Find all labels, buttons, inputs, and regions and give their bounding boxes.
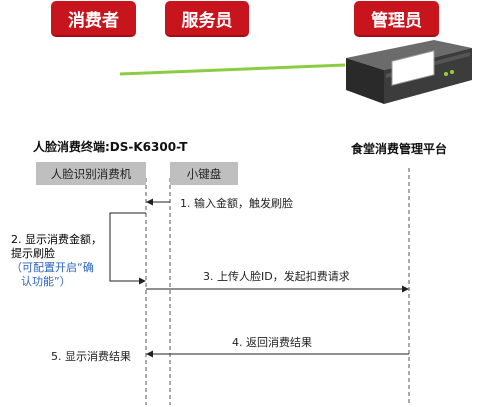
step2-config-note2: 认功能”）: [21, 275, 71, 288]
step2-config-note1: （可配置开启“确: [11, 261, 94, 274]
terminal-title: 人脸消费终端:DS-K6300-T: [33, 140, 188, 154]
face-machine-box: 人脸识别消费机: [36, 162, 146, 185]
step4-label: 4. 返回消费结果: [232, 336, 312, 349]
arrow-step3: [146, 285, 409, 293]
step5-label: 5. 显示消费结果: [51, 350, 131, 363]
network-link-line: [119, 63, 346, 76]
platform-title: 食堂消费管理平台: [351, 142, 448, 156]
role-consumer-badge: 消费者: [51, 1, 136, 37]
role-admin-badge: 管理员: [354, 1, 439, 37]
step2-note: 2. 显示消费金额， 提示刷脸 （可配置开启“确 认功能”）: [11, 233, 102, 289]
step2-line2: 提示刷脸: [11, 247, 55, 260]
step3-label: 3. 上传人脸ID，发起扣费请求: [203, 270, 350, 283]
keypad-box: 小键盘: [170, 162, 238, 185]
rack-server-icon: [346, 40, 472, 104]
step1-label: 1. 输入金额，触发刷脸: [180, 197, 293, 210]
arrow-step4: [146, 350, 409, 358]
role-waiter-badge: 服务员: [165, 1, 249, 37]
step2-line1: 2. 显示消费金额，: [11, 233, 102, 246]
arrow-step1: [146, 198, 170, 206]
arrow-step2-loop: [109, 212, 146, 285]
